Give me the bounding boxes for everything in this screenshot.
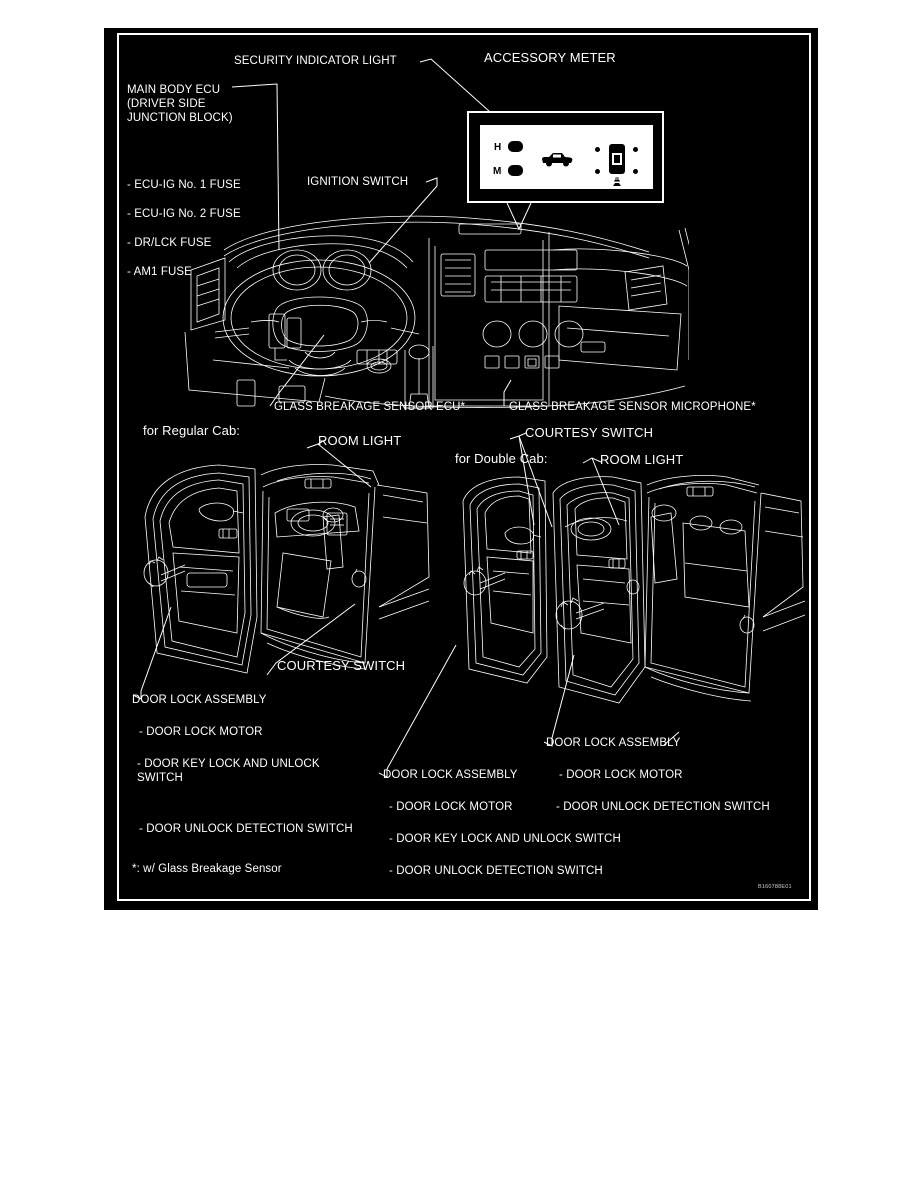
door-dot-front-left <box>595 147 600 152</box>
vehicle-top-view-icon <box>609 144 625 174</box>
label-double-cab-front-door-unlock-detection-switch: - DOOR UNLOCK DETECTION SWITCH <box>389 865 603 877</box>
label-security-indicator-light: SECURITY INDICATOR LIGHT <box>234 55 397 67</box>
figure-content: H M <box>119 35 811 899</box>
label-regular-cab-courtesy-switch: COURTESY SWITCH <box>277 658 406 673</box>
trunk-ajar-icon <box>613 177 621 186</box>
label-double-cab-front-door-lock-motor: - DOOR LOCK MOTOR <box>389 801 513 813</box>
label-for-double-cab: for Double Cab: <box>455 451 548 466</box>
label-double-cab-rear-door-unlock-detection-switch: - DOOR UNLOCK DETECTION SWITCH <box>556 801 770 813</box>
meter-indicator-m <box>508 165 523 176</box>
label-double-cab-front-door-lock-assembly: DOOR LOCK ASSEMBLY <box>383 769 518 781</box>
label-double-cab-courtesy-switch: COURTESY SWITCH <box>525 425 654 440</box>
accessory-meter-callout: H M <box>467 111 664 203</box>
label-double-cab-front-door-key-lock-unlock-switch: - DOOR KEY LOCK AND UNLOCK SWITCH <box>389 833 621 845</box>
double-cab-illustration <box>449 467 809 732</box>
dashboard-illustration <box>129 210 689 410</box>
door-dot-rear-right <box>633 169 638 174</box>
figure-id-code: B160788E01 <box>758 884 792 890</box>
regular-cab-illustration <box>127 457 437 692</box>
label-regular-cab-door-lock-motor: - DOOR LOCK MOTOR <box>139 726 263 738</box>
label-fuse-ecu-ig-1: - ECU-IG No. 1 FUSE <box>127 179 241 191</box>
label-ignition-switch: IGNITION SWITCH <box>307 176 409 188</box>
figure-border-frame: H M <box>117 33 811 901</box>
meter-row-label-m: M <box>493 166 502 177</box>
label-double-cab-rear-door-lock-assembly: DOOR LOCK ASSEMBLY <box>546 737 681 749</box>
label-regular-cab-door-key-lock-unlock-switch: - DOOR KEY LOCK AND UNLOCK SWITCH <box>137 758 320 784</box>
door-dot-rear-left <box>595 169 600 174</box>
label-footnote-glass-breakage-sensor: *: w/ Glass Breakage Sensor <box>132 863 282 875</box>
door-dot-front-right <box>633 147 638 152</box>
label-fuse-ecu-ig-2: - ECU-IG No. 2 FUSE <box>127 208 241 220</box>
label-main-body-ecu: MAIN BODY ECU (DRIVER SIDE JUNCTION BLOC… <box>127 84 233 124</box>
accessory-meter-screen: H M <box>480 125 653 189</box>
label-glass-breakage-sensor-ecu: GLASS BREAKAGE SENSOR ECU* <box>274 401 466 413</box>
label-regular-cab-door-lock-assembly: DOOR LOCK ASSEMBLY <box>132 694 267 706</box>
meter-row-label-h: H <box>494 142 502 153</box>
label-double-cab-rear-door-lock-motor: - DOOR LOCK MOTOR <box>559 769 683 781</box>
label-fuse-am1: - AM1 FUSE <box>127 266 192 278</box>
label-accessory-meter-title: ACCESSORY METER <box>484 50 616 65</box>
vehicle-side-view-icon <box>542 153 573 167</box>
meter-indicator-h <box>508 141 523 152</box>
label-fuse-dr-lck: - DR/LCK FUSE <box>127 237 212 249</box>
label-double-cab-room-light: ROOM LIGHT <box>600 452 684 467</box>
label-regular-cab-room-light: ROOM LIGHT <box>318 433 402 448</box>
label-regular-cab-door-unlock-detection-switch: - DOOR UNLOCK DETECTION SWITCH <box>139 823 353 835</box>
label-for-regular-cab: for Regular Cab: <box>143 423 240 438</box>
label-glass-breakage-sensor-microphone: GLASS BREAKAGE SENSOR MICROPHONE* <box>509 401 756 413</box>
